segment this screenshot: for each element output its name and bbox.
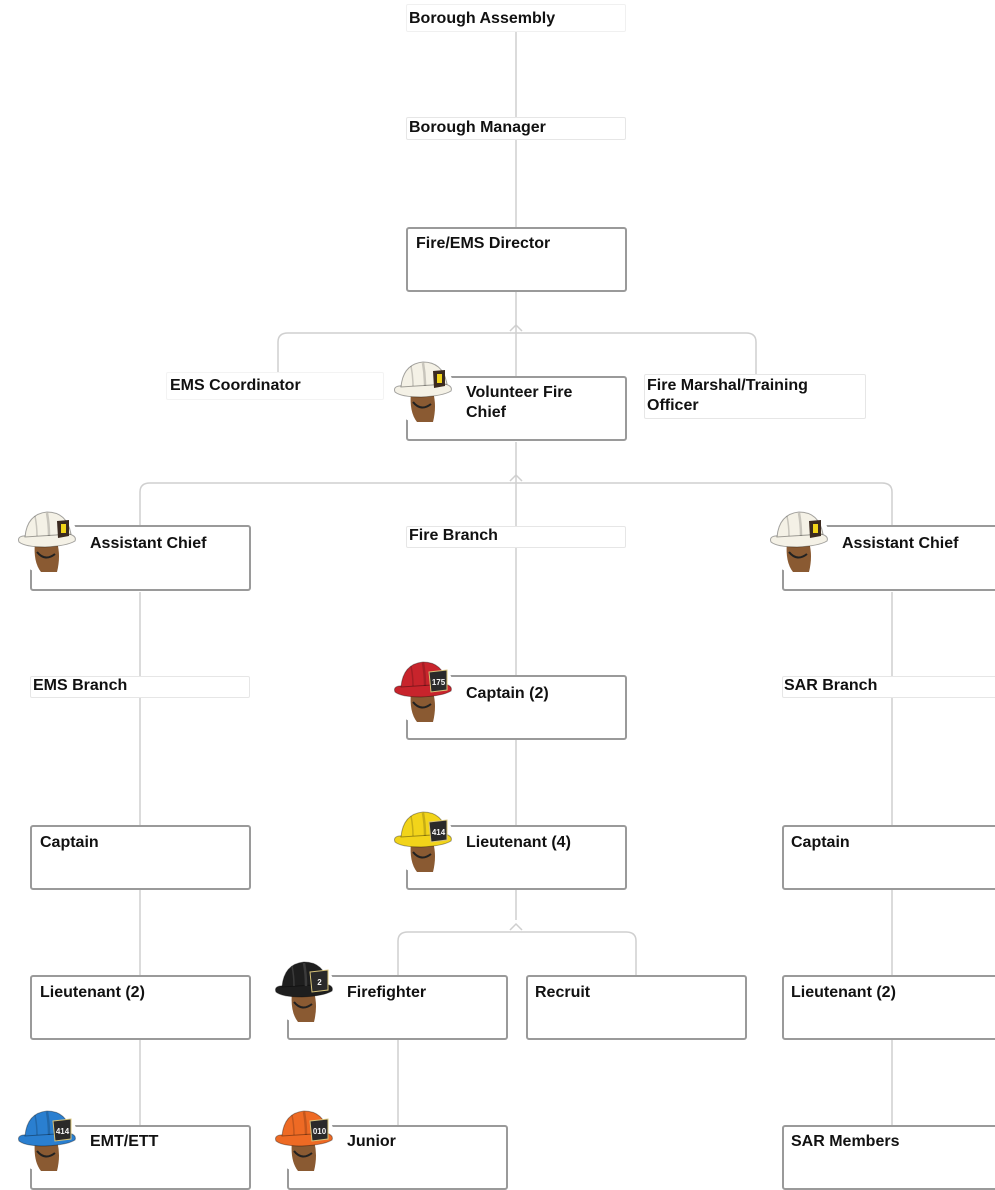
ems-lieutenant-label: Lieutenant (2) [40,984,145,1001]
blue-helmet-icon: 414 [11,1105,79,1173]
sar-lieutenant-label: Lieutenant (2) [791,984,896,1001]
yellow-helmet-icon: 414 [387,806,455,874]
node-borough-assembly [406,4,626,32]
fire-marshal-label: Fire Marshal/Training Officer [647,377,808,414]
node-sar-captain [782,825,995,890]
ems-coordinator-label: EMS Coordinator [170,377,301,394]
firefighter-label: Firefighter [347,984,427,1001]
assistant-chief-left-label: Assistant Chief [90,535,207,552]
node-fire-branch [406,526,626,548]
sar-captain-label: Captain [791,834,850,851]
borough-assembly-label: Borough Assembly [409,10,556,27]
sar-branch-label: SAR Branch [784,677,878,694]
svg-text:2: 2 [317,978,322,987]
fire-branch-label: Fire Branch [409,527,498,544]
white-helmet-icon [11,506,79,574]
svg-text:414: 414 [432,828,446,837]
junior-label: Junior [347,1133,396,1150]
node-ems-captain [30,825,251,890]
node-sar-members [782,1125,995,1190]
svg-text:414: 414 [56,1127,70,1136]
sar-members-label: SAR Members [791,1133,900,1150]
ems-branch-label: EMS Branch [33,677,128,694]
node-sar-lieutenant [782,975,995,1040]
node-recruit [526,975,747,1040]
node-ems-branch [30,676,250,698]
recruit-label: Recruit [535,984,591,1001]
red-helmet-icon: 175 [387,656,455,724]
orange-helmet-icon: 010 [268,1105,336,1173]
node-sar-branch [782,676,995,698]
node-borough-manager [406,117,626,140]
node-fire-ems-director [406,227,627,292]
assistant-chief-right-label: Assistant Chief [842,535,959,552]
fire-lieutenant-label: Lieutenant (4) [466,834,571,851]
fire-captain-label: Captain (2) [466,685,549,702]
ems-captain-label: Captain [40,834,99,851]
white-helmet-icon [387,356,455,424]
svg-text:010: 010 [313,1127,327,1136]
node-fire-marshal [644,374,866,419]
svg-text:175: 175 [432,678,446,687]
black-helmet-icon: 2 [268,956,336,1024]
emt-ett-label: EMT/ETT [90,1133,159,1150]
white-helmet-icon [763,506,831,574]
volunteer-fire-chief-label: Volunteer Fire Chief [466,384,573,421]
node-ems-lieutenant [30,975,251,1040]
fire-ems-director-label: Fire/EMS Director [416,235,551,252]
borough-manager-label: Borough Manager [409,119,546,136]
node-ems-coordinator [166,372,384,400]
